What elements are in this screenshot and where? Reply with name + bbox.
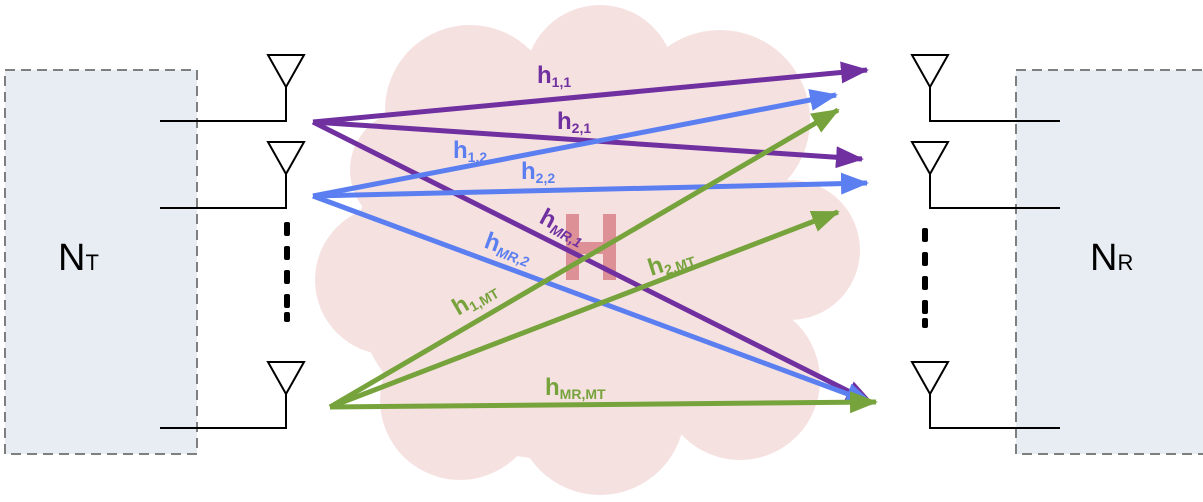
rx-ellipsis [922, 228, 928, 328]
arrow-hMR1 [311, 119, 874, 406]
arrow-h2MT [329, 209, 840, 410]
tx-antenna-2 [160, 141, 306, 209]
receiver-box [1015, 69, 1203, 455]
transmitter-box [4, 69, 198, 455]
label-h21: h2,1 [557, 108, 591, 136]
label-h11: h1,1 [537, 62, 571, 90]
transmitter-label: NT [58, 237, 99, 279]
channel-cloud [315, 5, 860, 495]
channel-arrows [311, 61, 878, 414]
arrow-h11 [312, 61, 869, 125]
rx-antenna-mr [910, 361, 1060, 429]
rx-antenna-1 [910, 54, 1060, 122]
arrow-h1MT [328, 107, 840, 410]
tx-antenna-mt [160, 361, 306, 429]
label-h22: h2,2 [521, 158, 555, 186]
receive-antennas [910, 54, 1060, 429]
receiver-label: NR [1090, 237, 1133, 279]
tx-antenna-1 [160, 54, 306, 122]
arrow-h22 [312, 172, 869, 199]
arrow-hMRMT [329, 391, 878, 414]
label-h12: h1,2 [453, 137, 487, 165]
label-hMRMT: hMR,MT [545, 374, 606, 402]
transmit-antennas [160, 54, 306, 429]
tx-ellipsis [284, 222, 290, 322]
rx-antenna-2 [910, 141, 1060, 209]
arrow-hMR2 [312, 193, 874, 406]
arrow-h12 [312, 89, 838, 199]
